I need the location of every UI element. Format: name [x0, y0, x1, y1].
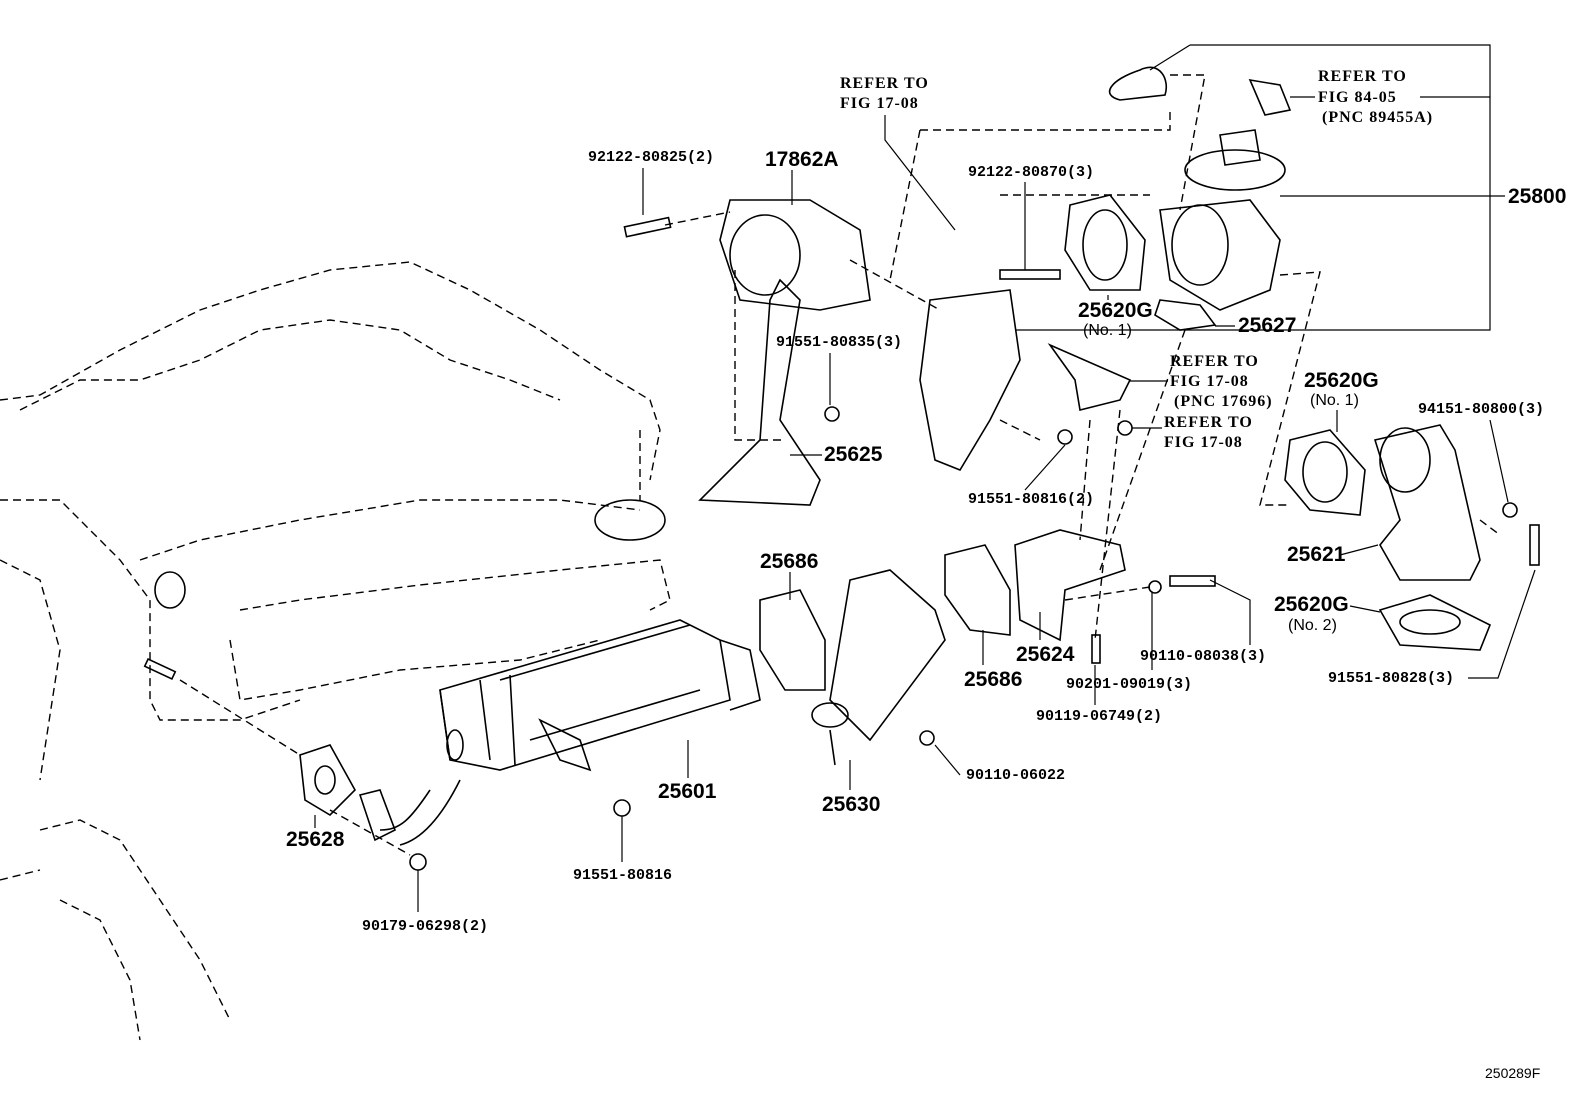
part-label-94151-80800: 94151-80800(3) — [1418, 401, 1544, 418]
part-sublabel-25620G-a: (No. 1) — [1083, 322, 1132, 339]
part-label-90179-06298: 90179-06298(2) — [362, 918, 488, 935]
part-label-25620G-b: 25620G — [1304, 369, 1379, 392]
gasket-25686-b — [944, 544, 1011, 636]
part-label-25630: 25630 — [822, 793, 880, 816]
bypass-valve-25630 — [829, 569, 946, 742]
part-sublabel-25620G-c: (No. 2) — [1288, 617, 1337, 634]
part-label-25621: 25621 — [1287, 543, 1346, 566]
part-label-91551-80816: 91551-80816 — [573, 867, 672, 884]
labels: REFER TO FIG 17-08 REFER TO FIG 84-05 (P… — [286, 68, 1566, 1081]
throttle-17862A — [719, 199, 871, 311]
pipe-25624 — [1014, 529, 1126, 642]
part-label-25627: 25627 — [1238, 314, 1296, 337]
refer-label-1-line1: REFER TO — [840, 75, 929, 92]
part-label-25624: 25624 — [1016, 643, 1075, 666]
part-label-91551-80835: 91551-80835(3) — [776, 334, 902, 351]
egr-valve-25800 — [1108, 66, 1292, 311]
alignment-lines — [179, 74, 1501, 856]
refer-label-3-line3: (PNC 17696) — [1174, 393, 1273, 410]
figure-id: 250289F — [1485, 1065, 1540, 1081]
refer-label-4-line1: REFER TO — [1164, 414, 1253, 431]
part-label-25625: 25625 — [824, 443, 883, 466]
engine-outline — [0, 261, 671, 1041]
part-label-92122-80825: 92122-80825(2) — [588, 149, 714, 166]
part-label-90119-06749: 90119-06749(2) — [1036, 708, 1162, 725]
refer-label-2-line3: (PNC 89455A) — [1322, 109, 1433, 126]
part-label-17862A: 17862A — [765, 148, 839, 171]
gasket-25620G-no1-b — [1284, 429, 1366, 516]
part-label-90110-08038: 90110-08038(3) — [1140, 648, 1266, 665]
part-label-90110-06022: 90110-06022 — [966, 767, 1065, 784]
gasket-25628 — [299, 744, 356, 817]
part-label-25620G-c: 25620G — [1274, 593, 1349, 616]
refer-label-3-line1: REFER TO — [1170, 353, 1259, 370]
part-label-25601: 25601 — [658, 780, 717, 803]
refer-label-3-line2: FIG 17-08 — [1170, 373, 1249, 390]
part-label-91551-80828: 91551-80828(3) — [1328, 670, 1454, 687]
part-label-90201-09019: 90201-09019(3) — [1066, 676, 1192, 693]
part-sublabel-25620G-b: (No. 1) — [1310, 392, 1359, 409]
gasket-25686-a — [759, 589, 826, 691]
part-label-92122-80870: 92122-80870(3) — [968, 164, 1094, 181]
part-label-25800: 25800 — [1508, 185, 1566, 208]
refer-label-2-line1: REFER TO — [1318, 68, 1407, 85]
pipe-25621 — [1373, 424, 1481, 581]
part-label-25628: 25628 — [286, 828, 345, 851]
part-label-91551-80816-2: 91551-80816(2) — [968, 491, 1094, 508]
egr-bracket — [919, 289, 1021, 471]
leader-lines — [314, 44, 1536, 912]
gasket-25620G-no2 — [1378, 594, 1492, 651]
egr-cooler-25601 — [379, 619, 761, 846]
refer-label-4-line2: FIG 17-08 — [1164, 434, 1243, 451]
part-label-25620G-a: 25620G — [1078, 299, 1153, 322]
gasket-25627 — [1154, 299, 1217, 331]
pipe-flange — [358, 789, 397, 842]
refer-label-2-line2: FIG 84-05 — [1318, 89, 1397, 106]
refer-label-1-line2: FIG 17-08 — [840, 95, 919, 112]
part-label-25686-a: 25686 — [760, 550, 818, 573]
bracket-25625 — [698, 278, 821, 506]
part-label-25686-b: 25686 — [964, 668, 1022, 691]
